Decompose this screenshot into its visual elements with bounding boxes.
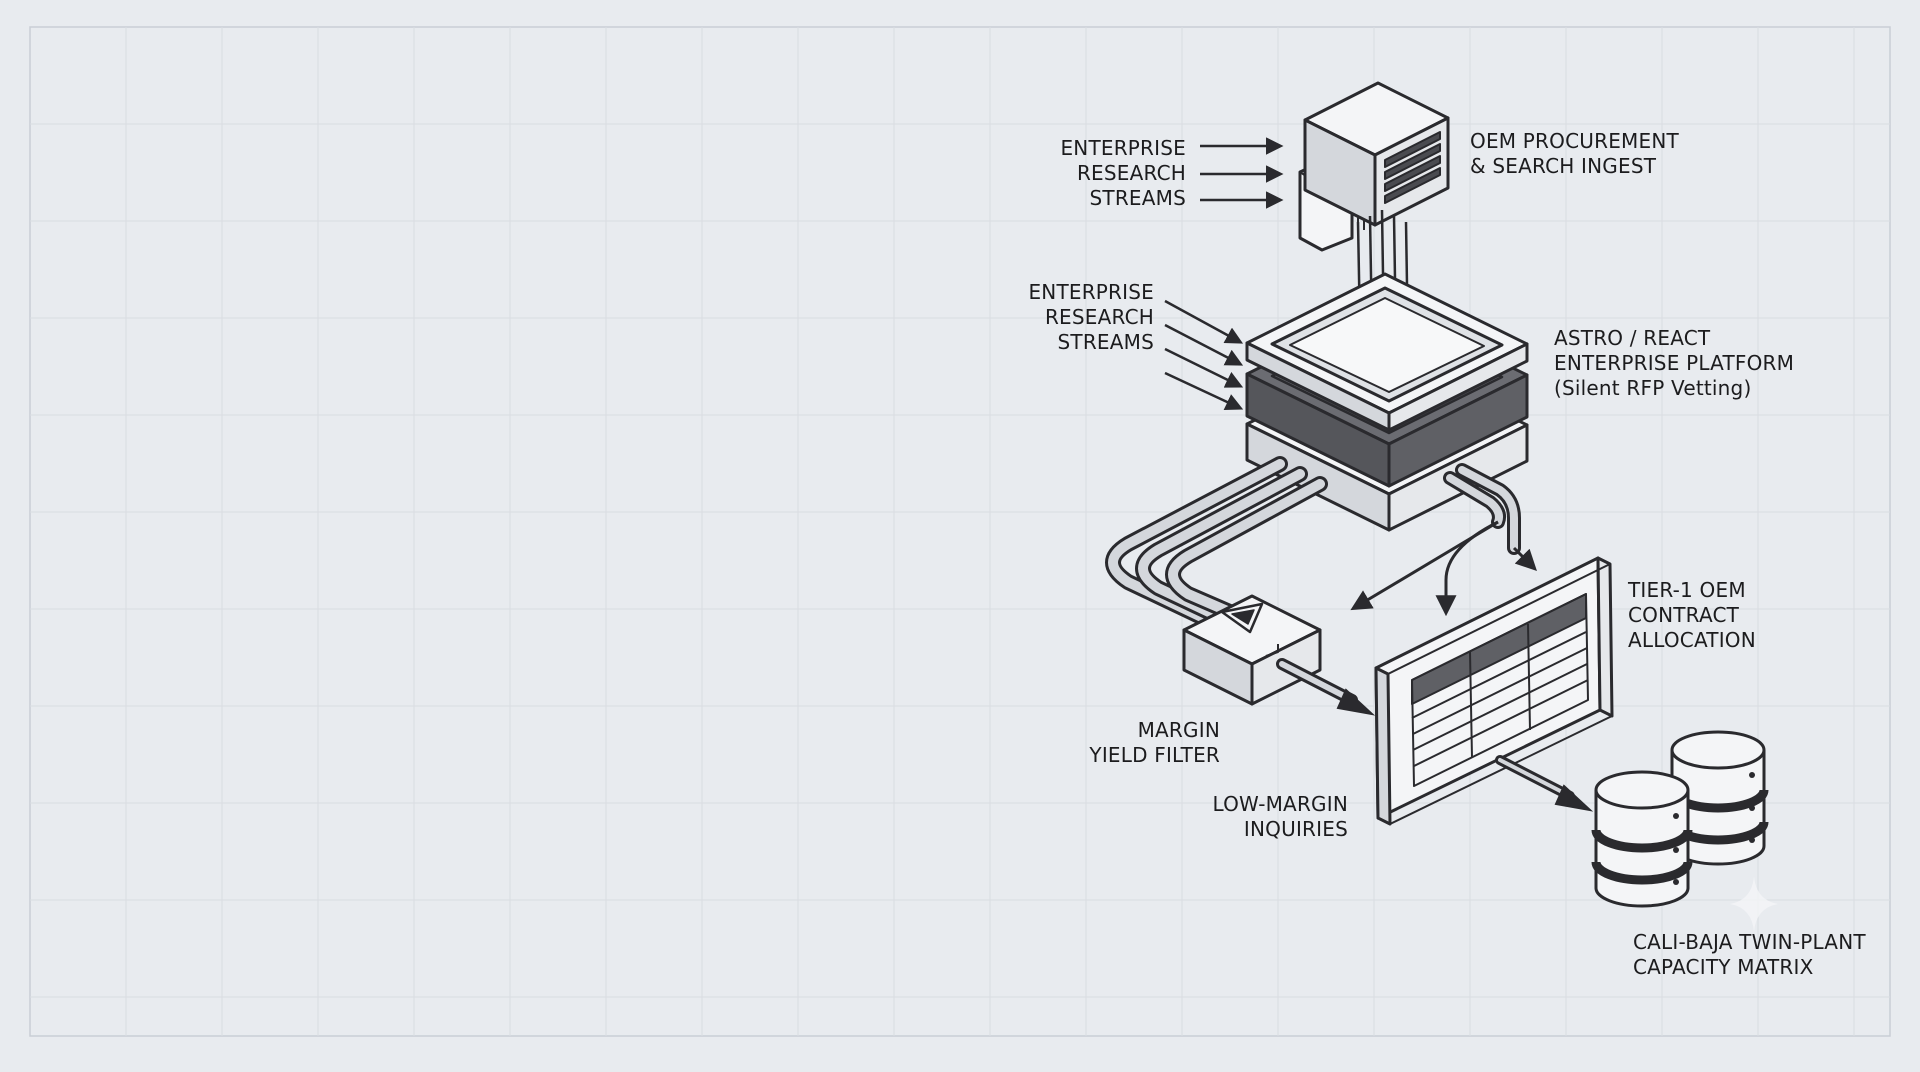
table-to-db-arrow bbox=[1495, 755, 1594, 812]
low-margin-label: LOW-MARGIN INQUIRIES bbox=[1212, 792, 1348, 841]
flow-arrows-right bbox=[1350, 520, 1537, 617]
filter-box-icon bbox=[1182, 594, 1322, 706]
allocation-label: TIER-1 OEM CONTRACT ALLOCATION bbox=[1628, 578, 1756, 652]
database-icon bbox=[1591, 730, 1769, 908]
server-ingest-icon bbox=[1298, 81, 1450, 252]
filter-label: MARGIN YIELD FILTER bbox=[1089, 718, 1220, 767]
platform-label: ASTRO / REACT ENTERPRISE PLATFORM (Silen… bbox=[1554, 326, 1795, 400]
filter-out-arrow bbox=[1276, 658, 1376, 716]
input-label-left: ENTERPRISE RESEARCH STREAMS bbox=[1028, 280, 1154, 354]
input-arrows-top bbox=[1200, 137, 1284, 209]
pipes-to-filter bbox=[1105, 456, 1328, 630]
input-label-top: ENTERPRISE RESEARCH STREAMS bbox=[1060, 136, 1186, 210]
table-panel-icon bbox=[1374, 556, 1614, 826]
input-arrows-left bbox=[1164, 299, 1244, 411]
sparkle-icon bbox=[1730, 876, 1778, 932]
database-front bbox=[1591, 770, 1693, 908]
capacity-label: CALI-BAJA TWIN-PLANT CAPACITY MATRIX bbox=[1633, 930, 1866, 979]
ingest-label: OEM PROCUREMENT & SEARCH INGEST bbox=[1470, 129, 1679, 178]
pipes-to-allocation bbox=[1443, 463, 1521, 555]
